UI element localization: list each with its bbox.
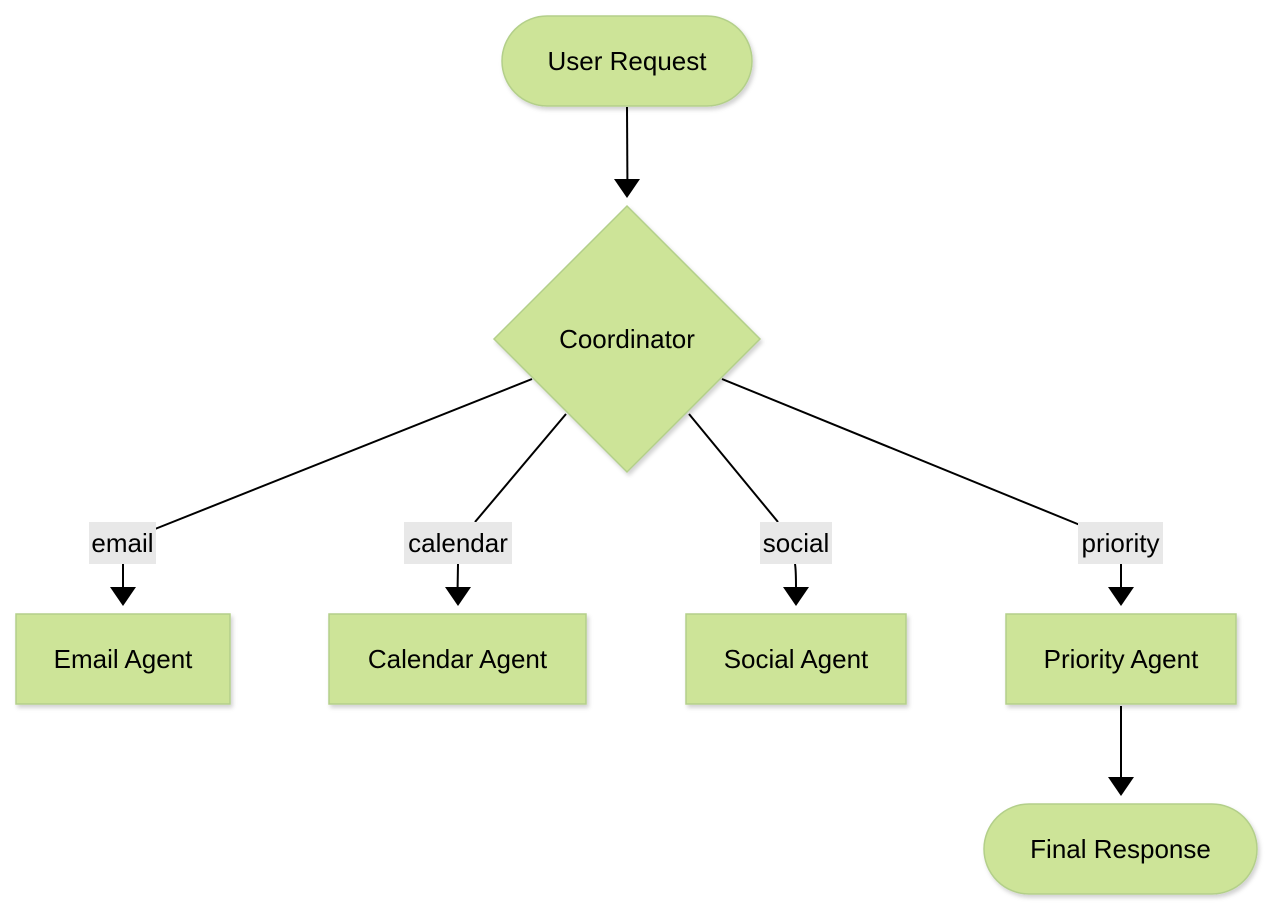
edge-label-priority-text: priority [1081, 528, 1159, 558]
arrowhead-icon [614, 179, 640, 198]
node-user-request[interactable]: User Request [501, 15, 753, 107]
edge-label-calendar: calendar [404, 522, 512, 564]
edge-label-social-text: social [763, 528, 829, 558]
node-user-request-label: User Request [548, 46, 708, 76]
node-email-agent[interactable]: Email Agent [15, 613, 231, 705]
node-social-agent[interactable]: Social Agent [685, 613, 907, 705]
node-social-agent-label: Social Agent [724, 644, 869, 674]
arrowhead-icon [1108, 777, 1134, 796]
node-final-response-label: Final Response [1030, 834, 1211, 864]
edge-label-social: social [760, 522, 832, 564]
edge-label-email-text: email [91, 528, 153, 558]
edge-label-calendar-text: calendar [408, 528, 508, 558]
node-coordinator[interactable]: Coordinator [492, 204, 762, 474]
edge-label-priority: priority [1078, 522, 1163, 564]
edge-labels: email calendar social priority [89, 522, 1163, 564]
edge-coordinator-to-priority-agent [721, 378, 1134, 606]
edges [110, 106, 1134, 796]
edge-priority-agent-to-final-response [1108, 706, 1134, 796]
edge-label-email: email [89, 522, 156, 564]
edge-user-request-to-coordinator [614, 106, 640, 198]
edge-coordinator-to-email-agent [110, 378, 533, 606]
node-priority-agent[interactable]: Priority Agent [1005, 613, 1237, 705]
edge-coordinator-to-calendar-agent [445, 413, 567, 606]
node-calendar-agent[interactable]: Calendar Agent [328, 613, 587, 705]
node-coordinator-label: Coordinator [559, 324, 695, 354]
node-final-response[interactable]: Final Response [983, 803, 1258, 895]
node-calendar-agent-label: Calendar Agent [368, 644, 548, 674]
nodes: User Request Coordinator Email Agent Cal… [15, 15, 1258, 895]
arrowhead-icon [445, 587, 471, 606]
node-priority-agent-label: Priority Agent [1044, 644, 1199, 674]
arrowhead-icon [783, 587, 809, 606]
arrowhead-icon [1108, 587, 1134, 606]
edge-coordinator-to-social-agent [688, 413, 809, 606]
arrowhead-icon [110, 587, 136, 606]
node-email-agent-label: Email Agent [54, 644, 194, 674]
